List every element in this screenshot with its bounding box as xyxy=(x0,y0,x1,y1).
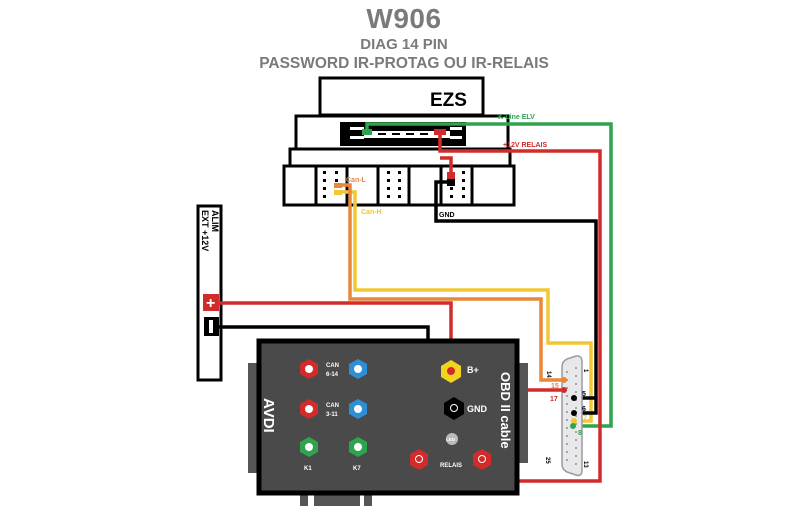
pin-14-label: 14 xyxy=(545,371,551,378)
power-label-line1: ALIM xyxy=(210,210,220,232)
db25-shell xyxy=(561,355,583,477)
pin-17-dot xyxy=(561,387,567,393)
gnd-wire-label: GND xyxy=(439,212,455,219)
port-relais-left[interactable] xyxy=(410,449,428,470)
pin-5-dot xyxy=(571,395,577,401)
led-label: LED xyxy=(446,437,456,442)
pin-15-dot xyxy=(561,377,567,383)
pin-6-label: 6 xyxy=(582,406,586,413)
k7-label: K7 xyxy=(353,466,361,472)
ezs-12v-pin xyxy=(434,129,446,135)
power-supply: ALIM EXT +12V + xyxy=(196,204,223,382)
connector-pins-right xyxy=(450,171,465,198)
avdi-device: AVDI OBD II cable CAN 6-14 CAN 3-11 K1 K… xyxy=(248,338,528,506)
ezs-top-block xyxy=(318,76,485,117)
wire-gnd xyxy=(434,180,598,415)
avdi-body xyxy=(256,338,520,496)
pin-13-label: 13 xyxy=(582,461,588,468)
pin-1-label: 1 xyxy=(582,369,588,373)
port-relais-right[interactable] xyxy=(473,449,491,470)
pin-7-label: 7 xyxy=(583,415,587,422)
pin-8-label: 8 xyxy=(578,430,582,437)
bplus-label: B+ xyxy=(467,365,479,375)
connector-pins-left xyxy=(323,171,338,198)
can614-label-2: 6-14 xyxy=(326,372,339,378)
connector-pins-middle xyxy=(387,171,401,198)
can-h-label: Can-H xyxy=(361,209,382,216)
power-supply-box xyxy=(196,204,223,382)
ezs-label: EZS xyxy=(430,90,467,111)
can614-label-1: CAN xyxy=(326,363,339,369)
plus-icon: + xyxy=(206,295,215,312)
relais-label: RELAIS xyxy=(440,463,462,469)
can-l-label: Can-L xyxy=(346,177,367,184)
wire-12v-branch xyxy=(440,156,453,176)
obd-cable-label: OBD II cable xyxy=(498,372,513,449)
port-gnd[interactable] xyxy=(444,397,464,420)
pin-15-label: 15 xyxy=(551,383,559,390)
led-indicator xyxy=(446,433,458,445)
avdi-label: AVDI xyxy=(260,398,277,433)
power-plus-terminal[interactable] xyxy=(203,294,219,311)
ezs-unit: EZS xyxy=(282,76,516,207)
pin-6-dot xyxy=(571,410,577,416)
diagram-subtitle: DIAG 14 PIN xyxy=(360,36,448,53)
diagram-description: PASSWORD IR-PROTAG OU IR-RELAIS xyxy=(259,55,549,72)
wire-can-h xyxy=(338,190,593,423)
diagram-title: W906 xyxy=(366,3,442,34)
can311-label-2: 3-11 xyxy=(326,412,338,418)
relais-12v-label: +12V RELAIS xyxy=(503,142,547,149)
minus-icon xyxy=(209,320,213,333)
db25-connector: 14 25 1 13 15 17 5 6 7 8 xyxy=(544,355,588,477)
kline-label: K-Line ELV xyxy=(498,114,535,121)
pin-17-label: 17 xyxy=(550,396,558,403)
wire-can-l xyxy=(338,183,562,382)
power-label-line2: EXT +12V xyxy=(200,210,210,251)
pin-8-dot xyxy=(570,423,576,429)
gnd-port-label: GND xyxy=(467,404,488,414)
pin-7-dot xyxy=(571,418,577,424)
can311-label-1: CAN xyxy=(326,403,339,409)
ezs-kline-pin xyxy=(362,129,372,135)
k1-label: K1 xyxy=(304,466,312,472)
pin-25-label: 25 xyxy=(544,457,550,464)
pin-5-label: 5 xyxy=(582,391,586,398)
